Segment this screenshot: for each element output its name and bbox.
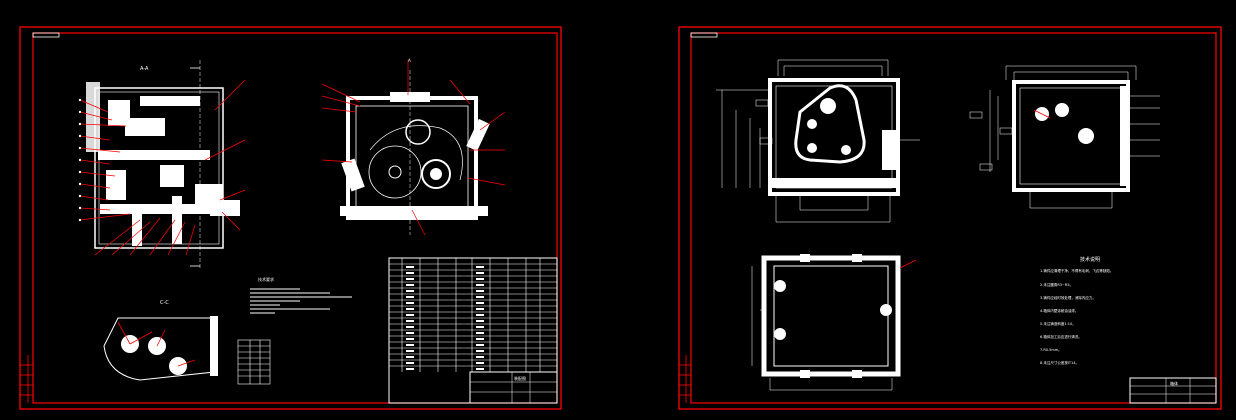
housing-note-3: 3.铸件应经时效处理，消除内应力。 [1040,295,1096,300]
bom-cell-text [476,350,484,352]
sheet2-corner-tag [690,32,718,38]
bom-cell-text [476,284,484,286]
housing-notes-heading: 技术说明 [1080,256,1100,263]
bom-cell-text [406,278,414,280]
bom-cell-text [476,338,484,340]
assembly-notes: 技术要求 [250,276,352,314]
housing-side-view [969,65,1160,209]
housing-note-8: 8.未注尺寸公差按IT14。 [1040,360,1079,365]
notes-heading: 技术要求 [258,276,274,282]
bom-cell-text [406,362,414,364]
view-label-bottom: C-C [160,300,169,306]
bom-table: 装配图 [388,257,558,404]
bom-cell-text [476,296,484,298]
sheet1-title-text: 装配图 [514,375,526,381]
bom-cell-text [476,314,484,316]
assembly-section-view: A-A [78,60,246,270]
bom-cell-text [476,356,484,358]
sheet-housing-part: 技术说明 1.铸件应清理干净，不得有毛刺、飞边等缺陷。 2.未注圆角R3~R5。… [678,26,1222,410]
sheet2-title-block: 箱体 [1129,377,1217,404]
bom-cell-text [406,272,414,274]
bom-cell-text [406,338,414,340]
bom-cell-text [406,320,414,322]
bom-cell-text [476,308,484,310]
bom-cell-text [406,356,414,358]
section-cc-view: C-C [103,300,218,381]
sheet2-inner-border [690,32,1217,404]
sheet1-corner-tag [32,32,60,38]
bom-cell-text [476,272,484,274]
housing-note-5: 5.未注铸造斜度1:10。 [1040,321,1076,326]
fit-table [237,339,271,385]
sheet2-title-text: 箱体 [1170,380,1178,386]
bom-cell-text [406,290,414,292]
housing-note-7: 7.R0.5mm。 [1040,348,1062,352]
housing-top-view [751,254,917,391]
sheet1-outer-border [19,26,562,410]
view-label-top: A-A [140,66,149,72]
bom-cell-text [476,344,484,346]
bom-cell-text [476,290,484,292]
sheet2-outer-border [678,26,1222,410]
bom-cell-text [406,350,414,352]
bom-cell-text [406,284,414,286]
bom-cell-text [406,344,414,346]
bom-cell-text [476,320,484,322]
bom-cell-text [476,368,484,370]
housing-front-view [716,59,920,223]
bom-cell-text [476,332,484,334]
bom-cell-text [476,362,484,364]
housing-note-2: 2.未注圆角R3~R5。 [1040,282,1073,287]
housing-notes: 技术说明 1.铸件应清理干净，不得有毛刺、飞边等缺陷。 2.未注圆角R3~R5。… [1040,256,1113,365]
bom-cell-text [406,326,414,328]
sheet-assembly-drawing: A-A [19,26,562,410]
sheet1-title-block [469,371,558,404]
bom-cell-text [406,332,414,334]
bom-cell-text [406,308,414,310]
bom-cell-text [406,302,414,304]
housing-note-1: 1.铸件应清理干净，不得有毛刺、飞边等缺陷。 [1040,268,1113,273]
bom-cell-text [476,266,484,268]
bom-cell-text [406,266,414,268]
sheet1-inner-border [32,32,558,404]
bom-cell-text [476,278,484,280]
view-marker-a: A [408,58,411,63]
gear-housing-view: A [321,58,506,236]
housing-note-6: 6.箱体加工后应进行清洗。 [1040,334,1082,339]
bom-cell-text [406,296,414,298]
housing-note-4: 4.箱体内壁涂耐油油漆。 [1040,308,1078,313]
bom-cell-text [406,314,414,316]
bom-cell-text [406,368,414,370]
sheet1-left-strip [20,355,33,403]
sheet2-left-strip [679,355,691,403]
bom-cell-text [476,326,484,328]
bom-cell-text [476,302,484,304]
